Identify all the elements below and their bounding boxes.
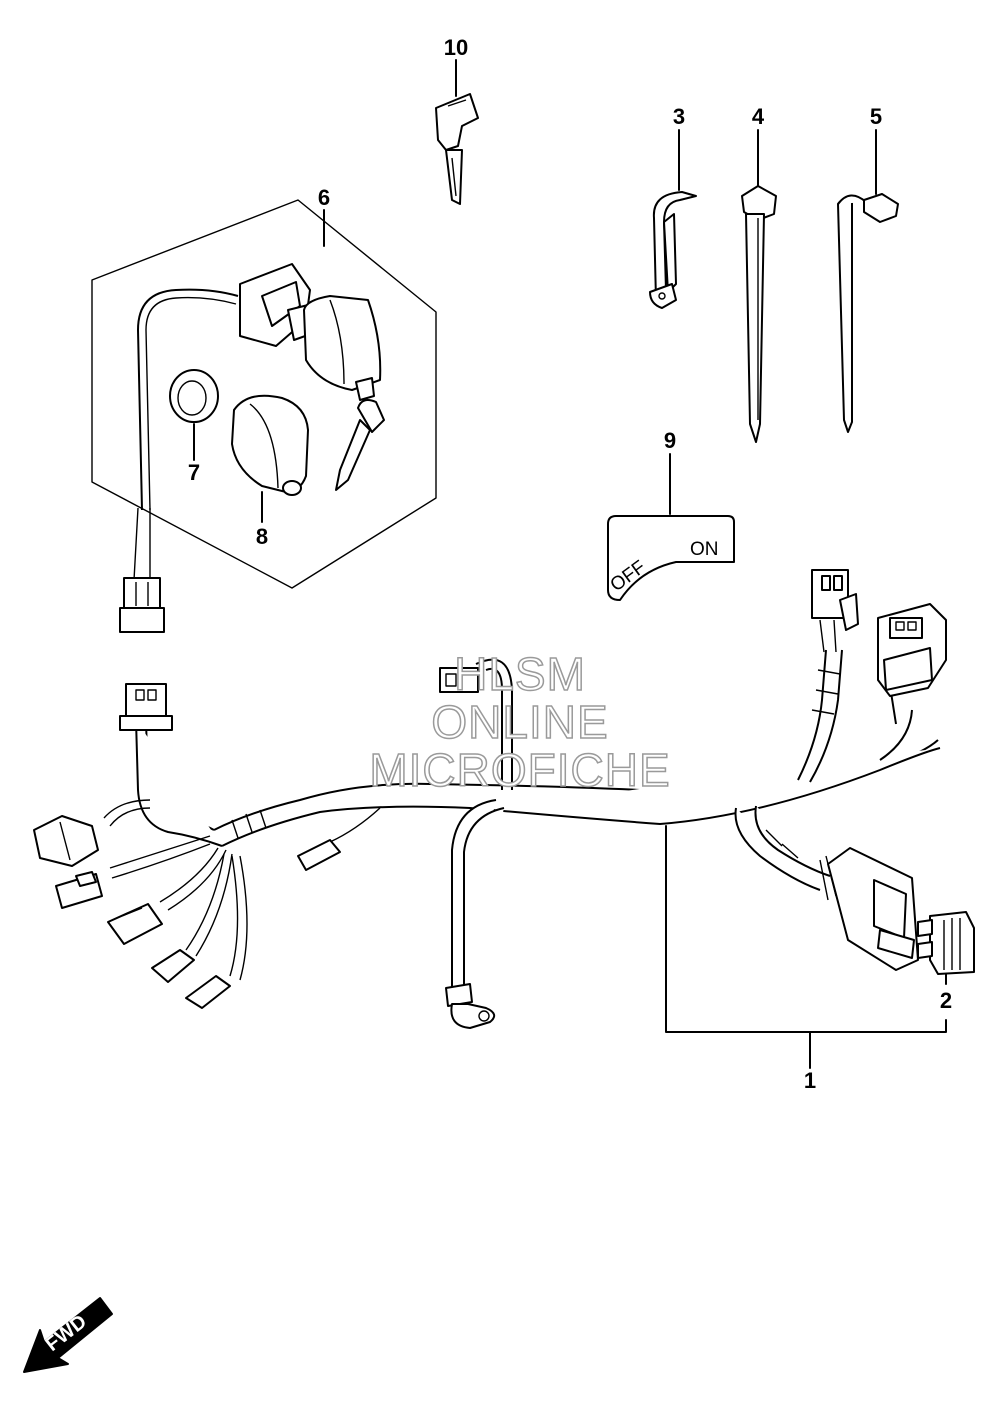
lock-ring-7 [169,369,219,423]
callout-2: 2 [940,988,952,1013]
main-wire-harness-1 [33,569,947,1029]
cable-tie-5 [837,193,899,433]
callout-6: 6 [318,185,330,210]
clamp-3 [649,191,697,309]
watermark-line-1: HLSM [454,648,586,700]
watermark-line-2: ONLINE [431,696,608,748]
watermark-line-3: MICROFICHE [369,744,670,796]
fwd-arrow-icon: FWD [23,1297,113,1373]
kit-box-6 [91,199,437,589]
callout-4: 4 [752,104,765,129]
callout-9: 9 [664,428,676,453]
switch-label-plate-9: OFF ON [607,515,735,601]
callout-10: 10 [444,35,468,60]
switch-connector [119,507,165,633]
callout-1: 1 [804,1068,816,1093]
switch-cover-8 [231,394,309,496]
label-on: ON [690,539,719,560]
fuse-2 [917,911,975,975]
key-icon [435,93,479,205]
callout-5: 5 [870,104,882,129]
cable-tie-4 [741,185,777,443]
bracket-1 [665,825,947,1033]
callout-3: 3 [673,104,685,129]
callout-7: 7 [188,460,200,485]
callout-8: 8 [256,524,268,549]
